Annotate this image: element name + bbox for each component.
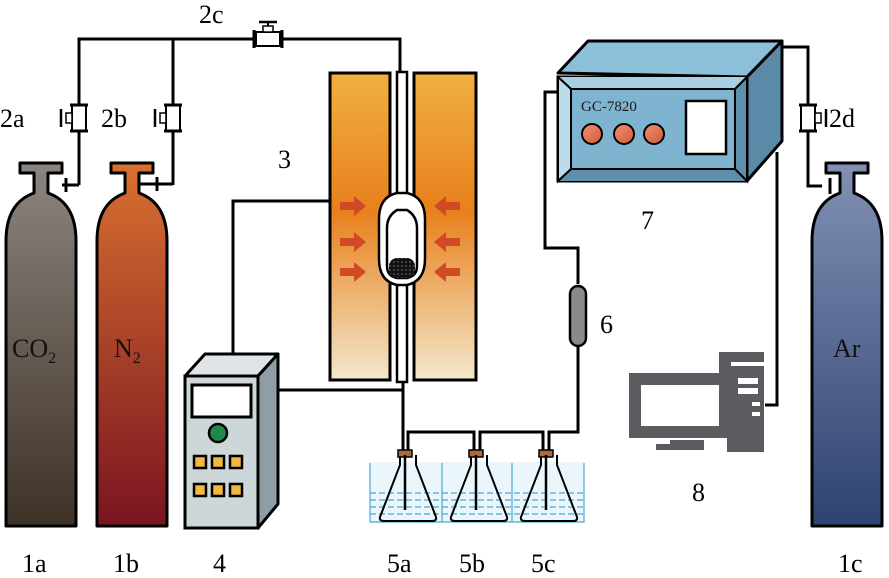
label-5c: 5c	[531, 549, 556, 578]
gas-label-co2: CO2	[12, 334, 56, 367]
flask-5c	[519, 449, 579, 522]
heat-arrows	[340, 196, 460, 282]
catalyst-bed	[389, 258, 415, 278]
flask-5b	[449, 449, 509, 522]
label-8: 8	[692, 478, 705, 507]
computer	[629, 352, 767, 452]
label-7: 7	[641, 206, 654, 235]
gc-display	[684, 99, 728, 156]
gc-indicator	[643, 123, 665, 145]
label-2d: 2d	[829, 104, 855, 133]
gc-model-label: GC-7820	[581, 99, 637, 115]
controller-knob[interactable]	[207, 422, 229, 444]
absorption-flasks	[369, 449, 585, 523]
gas-chromatograph: GC-7820	[556, 39, 784, 184]
valve-2a[interactable]	[59, 103, 88, 133]
label-5b: 5b	[459, 549, 485, 578]
gc-indicator	[613, 123, 635, 145]
drying-tube	[568, 284, 588, 348]
gas-label-ar: Ar	[833, 334, 861, 363]
label-1c: 1c	[838, 549, 863, 578]
cylinder-co2	[4, 161, 78, 528]
quartz-reactor	[377, 70, 427, 384]
label-1a: 1a	[22, 549, 47, 578]
valve-2b[interactable]	[153, 103, 182, 133]
cylinder-ar	[810, 161, 884, 528]
label-6: 6	[600, 310, 613, 339]
component-labels: 2c 2a 2b 2d 3 7 6 8 1a 1b 4 5a 5b 5c 1c	[0, 0, 863, 578]
valve-2d[interactable]	[799, 103, 828, 133]
temperature-controller	[183, 352, 280, 530]
controller-buttons[interactable]	[192, 454, 244, 498]
label-2a: 2a	[0, 104, 25, 133]
label-3: 3	[278, 145, 291, 174]
label-4: 4	[213, 549, 226, 578]
gas-label-n2: N2	[114, 334, 141, 367]
controller-display	[190, 383, 253, 419]
label-2b: 2b	[101, 104, 127, 133]
label-2c: 2c	[199, 0, 224, 29]
gc-indicator	[581, 123, 603, 145]
valve-2c[interactable]	[252, 20, 284, 48]
flask-5a	[378, 449, 438, 522]
label-1b: 1b	[113, 549, 139, 578]
label-5a: 5a	[387, 549, 412, 578]
cylinder-n2	[95, 161, 169, 528]
